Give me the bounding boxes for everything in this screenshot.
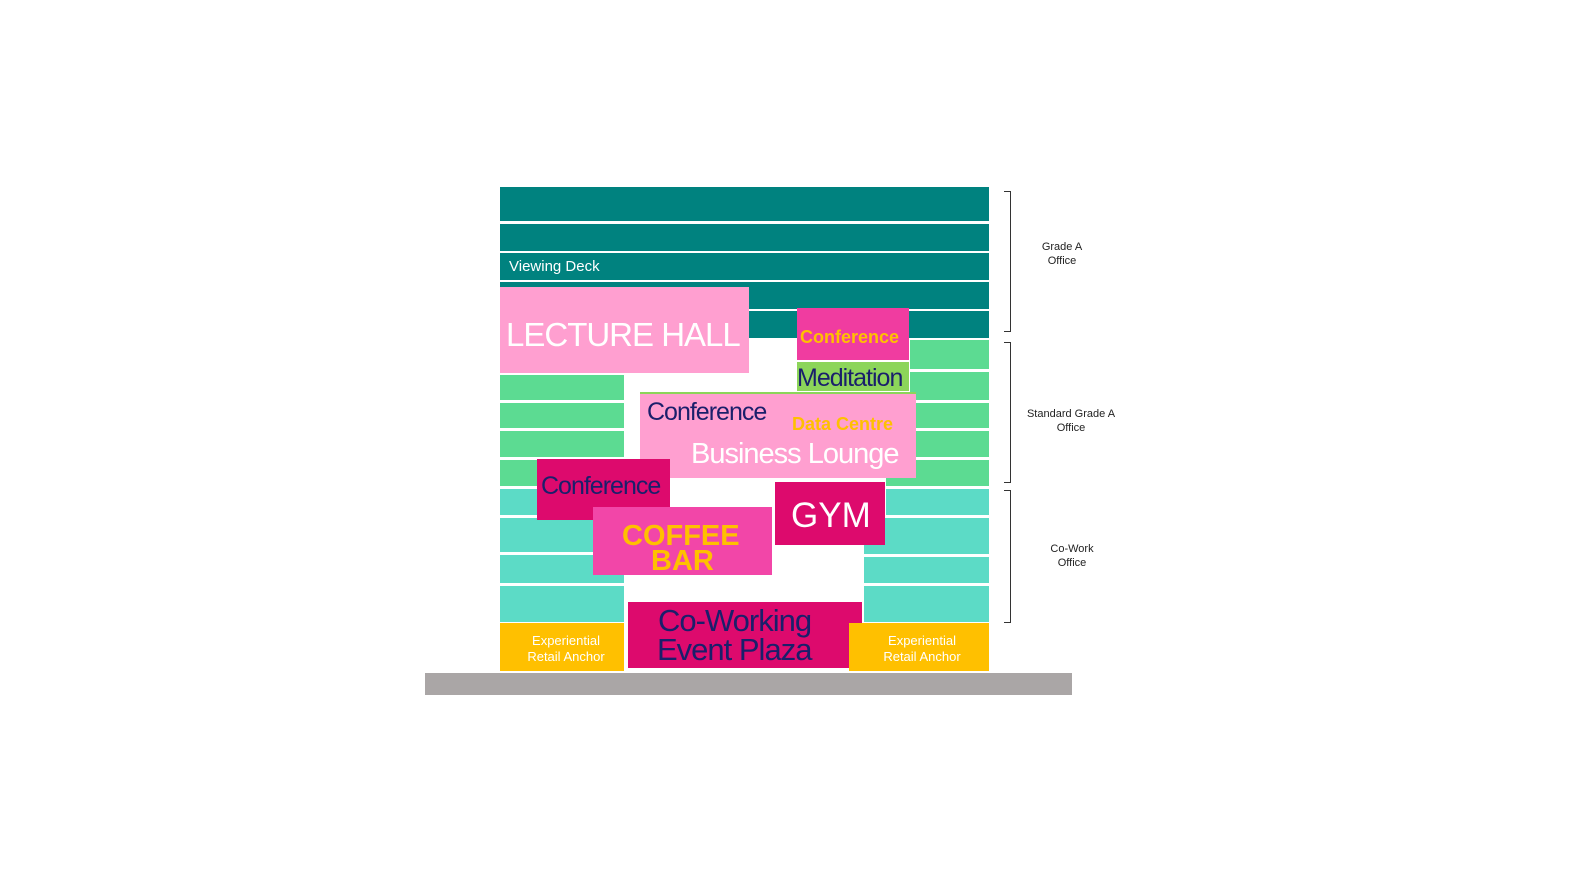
grade-a-floor <box>500 224 989 251</box>
lecture-hall-label: LECTURE HALL <box>506 316 741 353</box>
coffee-bar-block <box>593 507 772 575</box>
grade-a-floor <box>500 187 989 221</box>
coworking-label-1: Co-Working <box>658 603 812 638</box>
standard-zone-label: Standard Grade A Office <box>1026 408 1116 434</box>
standard-floor <box>500 431 624 457</box>
retail-right-label-1: Experiential <box>888 633 956 648</box>
coffee-bar-label-1: COFFEE <box>622 520 740 552</box>
business-lounge-label: Business Lounge <box>691 438 899 470</box>
standard-floor <box>500 403 624 428</box>
conference-mid-label: Conference <box>647 398 767 426</box>
gym-label: GYM <box>791 496 871 535</box>
viewing-deck-label: Viewing Deck <box>509 258 600 275</box>
standard-bracket <box>1004 342 1011 483</box>
cowork-zone-label: Co-Work Office <box>1050 543 1094 569</box>
cowork-floor <box>864 557 989 583</box>
conference-low-label: Conference <box>541 472 661 500</box>
standard-floor <box>500 375 624 400</box>
standard-floor <box>910 340 989 369</box>
lecture-hall-block <box>500 287 749 373</box>
meditation-block <box>797 362 909 391</box>
cowork-floor <box>864 586 989 622</box>
cowork-floor <box>886 489 989 515</box>
meditation-label: Meditation <box>797 364 903 392</box>
coworking-plaza-block <box>628 602 862 668</box>
data-centre-label: Data Centre <box>792 414 894 434</box>
retail-anchor-right-block <box>849 623 989 671</box>
cowork-bracket <box>1004 490 1011 623</box>
ground-slab <box>425 673 1072 695</box>
standard-floor <box>910 372 989 400</box>
retail-anchor-left-block <box>500 623 624 671</box>
grade-a-zone-label: Grade A Office <box>1041 241 1083 267</box>
viewing-deck-floor <box>500 253 989 280</box>
conference-top-label: Conference <box>800 327 900 347</box>
standard-floor <box>916 403 989 428</box>
cowork-floor <box>500 586 624 622</box>
grade-a-bracket <box>1004 191 1011 332</box>
business-lounge-block <box>640 392 916 478</box>
retail-left-label-1: Experiential <box>532 633 600 648</box>
gym-block <box>775 482 885 545</box>
standard-floor <box>916 431 989 457</box>
retail-left-label-2: Retail Anchor <box>527 649 605 664</box>
coworking-label-2: Event Plaza <box>657 632 812 667</box>
coffee-bar-label-2: BAR <box>651 545 714 577</box>
retail-right-label-2: Retail Anchor <box>883 649 961 664</box>
conference-top-block <box>797 308 909 360</box>
